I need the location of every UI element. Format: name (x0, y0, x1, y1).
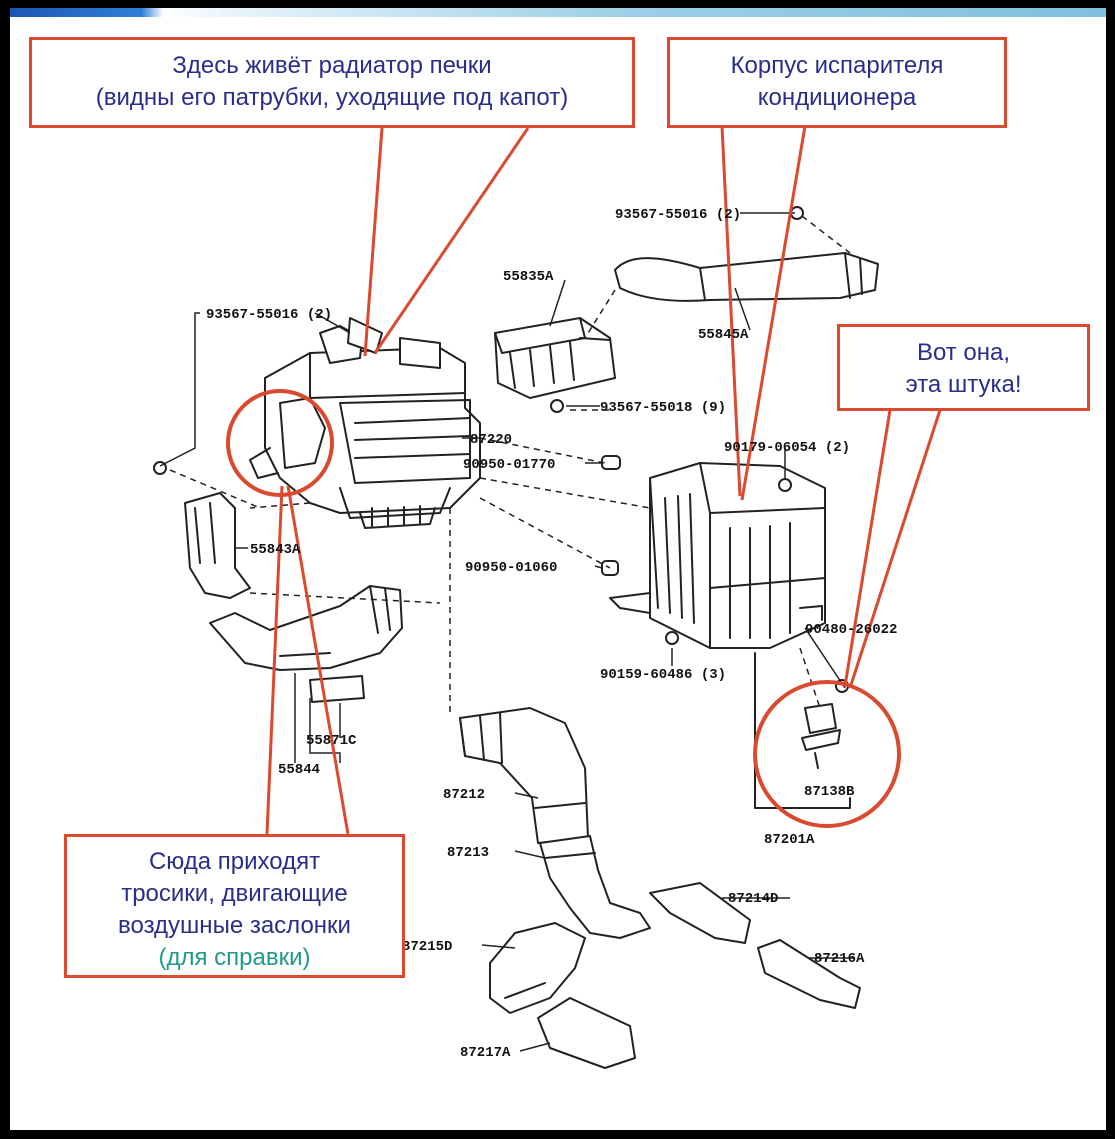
screw-icon (665, 631, 679, 645)
duct-55843a-drawing (184, 492, 251, 599)
callout-damper-cables: Сюда приходят тросики, двигающие воздушн… (64, 834, 405, 978)
duct-87216a-drawing (757, 939, 861, 1009)
part-label-87201a: 87201A (764, 832, 815, 848)
part-label-93567-55018: 93567-55018 (9) (600, 400, 726, 416)
part-label-87213: 87213 (447, 845, 489, 861)
part-label-90950-01060: 90950-01060 (465, 560, 557, 576)
callout-heater-core: Здесь живёт радиатор печки (видны его па… (29, 37, 635, 128)
part-label-87214d: 87214D (728, 891, 778, 907)
callout-pointers (265, 125, 942, 835)
part-label-55844: 55844 (278, 762, 320, 778)
part-label-87212: 87212 (443, 787, 485, 803)
callout-cables-reference: (для справки) (158, 944, 311, 971)
parts-diagram: 93567-55016 (2) 55835A 93567-55016 (2) 5… (153, 125, 942, 1069)
part-label-90480-26022: 90480-26022 (805, 622, 897, 638)
part-label-87215d: 87215D (402, 939, 452, 955)
top-gradient-bar (10, 8, 1106, 17)
part-label-87220: 87220 (470, 432, 512, 448)
callout-thing-line2: эта штука! (905, 371, 1022, 398)
duct-55835a-drawing (494, 317, 616, 399)
callout-heater-line2: (видны его патрубки, уходящие под капот) (95, 84, 569, 111)
callout-this-thing: Вот она, эта штука! (837, 324, 1090, 411)
duct-55845a-drawing (614, 252, 879, 302)
assembly-lines (169, 215, 851, 713)
part-label-87138b: 87138B (804, 784, 855, 800)
part-55871c-drawing (309, 675, 365, 703)
diagram-canvas: 93567-55016 (2) 55835A 93567-55016 (2) 5… (10, 8, 1106, 1130)
leader-lines (159, 212, 855, 1052)
callout-evaporator-line1: Корпус испарителя (730, 52, 944, 79)
bracket-87201a-line (754, 652, 851, 809)
callout-evaporator-housing: Корпус испарителя кондиционера (667, 37, 1007, 128)
part-label-55835a: 55835A (503, 269, 554, 285)
duct-87217a-drawing (537, 997, 636, 1069)
part-label-55843a: 55843A (250, 542, 301, 558)
duct-87215d-drawing (489, 922, 586, 1014)
callout-cables-line1: Сюда приходят (148, 848, 321, 875)
duct-87214d-drawing (649, 882, 751, 944)
clip-icon (601, 455, 621, 470)
duct-87212-drawing (459, 707, 589, 844)
part-label-55845a: 55845A (698, 327, 749, 343)
highlight-circle-thing (753, 680, 901, 828)
highlight-circle-cables (226, 389, 334, 497)
screw-icon (550, 399, 564, 413)
callout-evaporator-line2: кондиционера (757, 84, 917, 111)
callout-thing-line1: Вот она, (916, 339, 1011, 366)
part-label-55871c: 55871C (306, 733, 357, 749)
part-label-90950-01770: 90950-01770 (463, 457, 555, 473)
part-label-93567-55016-left: 93567-55016 (2) (206, 307, 332, 323)
evaporator-unit-drawing (609, 462, 826, 649)
part-87138b-drawing (801, 703, 841, 769)
duct-87213-drawing (539, 835, 651, 939)
part-label-93567-55016-top: 93567-55016 (2) (615, 207, 741, 223)
callout-cables-line2: тросики, двигающие (121, 880, 348, 907)
callout-cables-line3: воздушные заслонки (118, 912, 351, 939)
part-label-90159-60486: 90159-60486 (3) (600, 667, 726, 683)
part-label-87216a: 87216A (814, 951, 865, 967)
part-label-87217a: 87217A (460, 1045, 511, 1061)
callout-heater-line1: Здесь живёт радиатор печки (172, 52, 492, 79)
part-label-90179-06054: 90179-06054 (2) (724, 440, 850, 456)
screw-icon (778, 478, 792, 492)
